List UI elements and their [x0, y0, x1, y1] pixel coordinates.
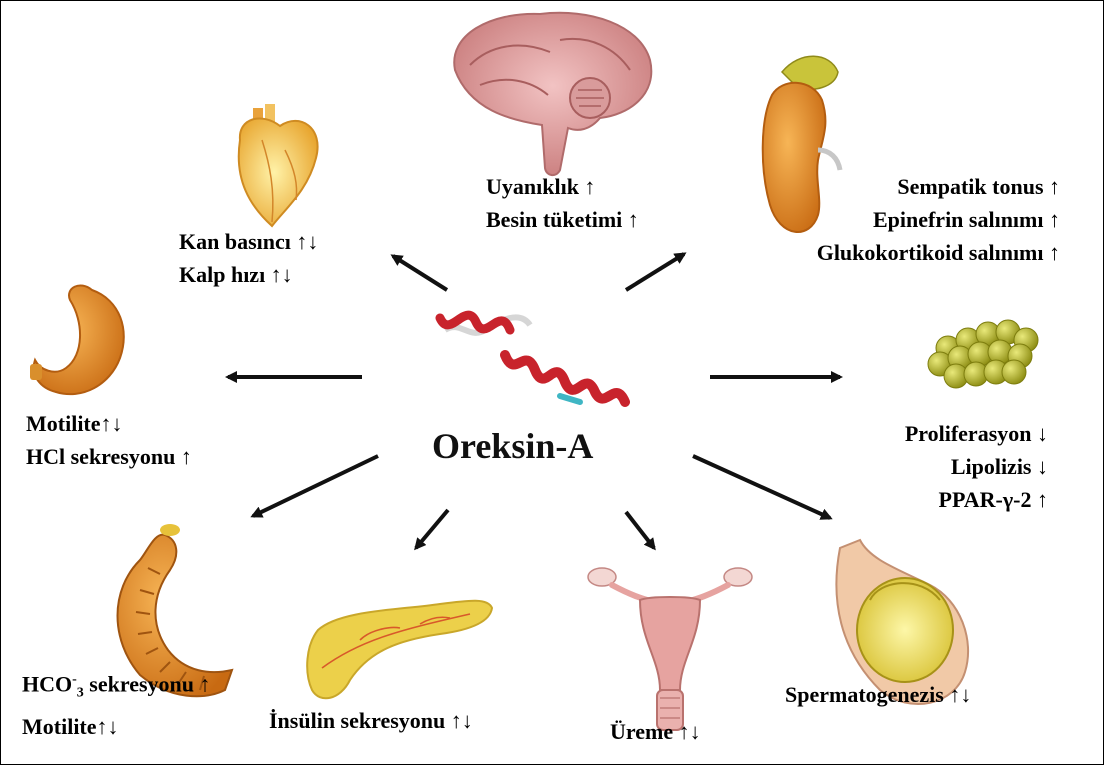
testis-effect-1: Spermatogenezis ↑↓	[785, 678, 971, 711]
heart-illustration	[239, 104, 318, 226]
oreksin-a-title: Oreksin-A	[432, 425, 593, 467]
uterus-effect-1: Üreme ↑↓	[610, 715, 701, 748]
oreksin-helix-illustration	[440, 315, 625, 402]
intestine-effect-1: HCO-3 sekresyonu ↑	[22, 663, 211, 710]
adipose-effects: Proliferasyon ↓ Lipolizis ↓ PPAR-γ-2 ↑	[905, 417, 1048, 516]
adipose-illustration	[928, 320, 1038, 388]
arrow-to-testis	[693, 456, 830, 518]
stomach-effect-2: HCl sekresyonu ↑	[26, 440, 192, 473]
brain-effects: Uyanıklık ↑ Besin tüketimi ↑	[486, 170, 639, 236]
stomach-effect-1: Motilite↑↓	[26, 407, 192, 440]
uterus-effects: Üreme ↑↓	[610, 715, 701, 748]
stomach-effects: Motilite↑↓ HCl sekresyonu ↑	[26, 407, 192, 473]
brain-effect-1: Uyanıklık ↑	[486, 170, 639, 203]
heart-effects: Kan basıncı ↑↓ Kalp hızı ↑↓	[179, 225, 318, 291]
brain-effect-2: Besin tüketimi ↑	[486, 203, 639, 236]
adrenal-effects: Sempatik tonus ↑ Epinefrin salınımı ↑ Gl…	[817, 170, 1060, 269]
arrow-to-intestine	[253, 456, 378, 516]
adipose-effect-3: PPAR-γ-2 ↑	[905, 483, 1048, 516]
pancreas-effects: İnsülin sekresyonu ↑↓	[269, 704, 473, 737]
arrow-to-brain	[626, 254, 684, 290]
pancreas-effect-1: İnsülin sekresyonu ↑↓	[269, 704, 473, 737]
heart-effect-2: Kalp hızı ↑↓	[179, 258, 318, 291]
stomach-illustration	[30, 285, 124, 394]
arrows	[228, 254, 840, 548]
arrow-to-pancreas	[416, 510, 448, 548]
adrenal-effect-1: Sempatik tonus ↑	[817, 170, 1060, 203]
testis-effects: Spermatogenezis ↑↓	[785, 678, 971, 711]
adrenal-effect-3: Glukokortikoid salınımı ↑	[817, 236, 1060, 269]
pancreas-illustration	[307, 601, 492, 699]
adipose-effect-1: Proliferasyon ↓	[905, 417, 1048, 450]
arrow-to-heart	[393, 256, 447, 290]
uterus-illustration	[588, 568, 752, 730]
adrenal-effect-2: Epinefrin salınımı ↑	[817, 203, 1060, 236]
brain-illustration	[454, 13, 651, 175]
adipose-effect-2: Lipolizis ↓	[905, 450, 1048, 483]
intestine-effects: HCO-3 sekresyonu ↑ Motilite↑↓	[22, 663, 211, 743]
intestine-effect-2: Motilite↑↓	[22, 710, 211, 743]
heart-effect-1: Kan basıncı ↑↓	[179, 225, 318, 258]
arrow-to-uterus	[626, 512, 654, 548]
